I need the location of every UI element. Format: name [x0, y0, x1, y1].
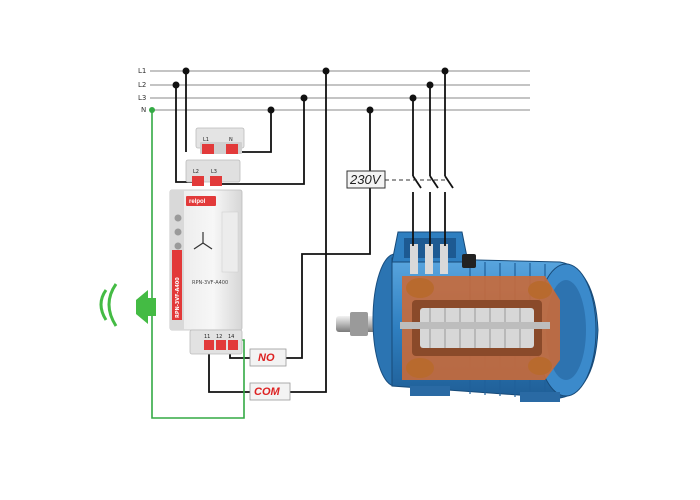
phase-label-l1: L1: [138, 67, 146, 75]
phase-label-l3: L3: [138, 94, 146, 102]
terminal-label-top-l1: L1: [203, 137, 209, 143]
relay-model: RPN-3VF-A400: [192, 280, 228, 286]
relay-led-3: [174, 242, 182, 250]
relay-logo-badge: [186, 196, 216, 206]
terminal-label-mid-l3: L3: [211, 169, 217, 175]
wires: [175, 71, 454, 393]
contactor-blade-1: [412, 175, 422, 189]
terminal-mid-l2: [192, 176, 204, 186]
contact-com-box: COM: [249, 382, 291, 401]
relay-led-1: [174, 214, 182, 222]
terminal-label-bottom-14: 14: [228, 334, 234, 340]
terminal-mid-l3: [210, 176, 222, 186]
relay-brand: relpol: [189, 199, 206, 205]
voltage-label: 230V: [349, 172, 382, 187]
contactor-blade-3: [444, 175, 454, 189]
phase-monitoring-relay: L1 N L2 L3 RPN-3VF-A400 relpol RPN-3VF-A…: [169, 127, 245, 355]
terminal-label-bottom-12: 12: [216, 334, 222, 340]
wire-no: [229, 110, 371, 359]
contact-no-label: NO: [258, 352, 275, 364]
terminal-bottom-12: [216, 340, 226, 350]
phase-label-n: N: [141, 106, 146, 114]
neutral-junction-dot: [149, 107, 155, 113]
relay-led-2: [174, 228, 182, 236]
relay-side-strip: [172, 250, 182, 320]
phase-bus: L1 L2 L3 N: [138, 67, 530, 114]
terminal-top-l1: [202, 144, 214, 154]
contact-no-box: NO: [249, 348, 287, 367]
terminal-label-bottom-11: 11: [204, 334, 210, 340]
terminal-label-mid-l2: L2: [193, 169, 199, 175]
horn-icon: [99, 283, 156, 327]
contactor-blade-2: [429, 175, 439, 189]
terminal-label-top-n: N: [229, 137, 233, 143]
terminal-top-n: [226, 144, 238, 154]
wire-relay-l3: [216, 98, 305, 185]
three-phase-symbol-icon: [193, 232, 213, 250]
terminal-bottom-14: [228, 340, 238, 350]
terminal-bottom-11: [204, 340, 214, 350]
relay-side-label: RPN-3VF-A400: [175, 277, 181, 318]
motor-illustration: [336, 231, 599, 402]
junction-dots: [172, 67, 449, 114]
contact-com-label: COM: [254, 386, 281, 398]
phase-label-l2: L2: [138, 81, 146, 89]
voltage-label-box: 230V: [346, 170, 386, 189]
